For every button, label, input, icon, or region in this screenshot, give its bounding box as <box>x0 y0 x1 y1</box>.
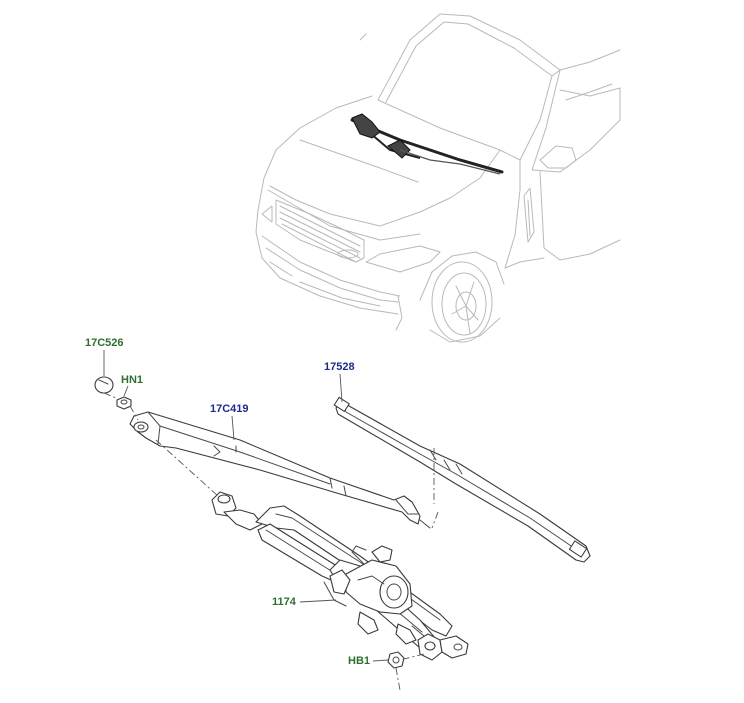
wiper-linkage-1174[interactable] <box>211 491 469 661</box>
wiper-arm-17C419[interactable] <box>129 411 431 529</box>
callout-17528[interactable]: 17528 <box>324 361 355 373</box>
callout-1174[interactable]: 1174 <box>272 596 296 608</box>
callout-17C419[interactable]: 17C419 <box>210 403 249 415</box>
wiper-blade-17528[interactable] <box>333 396 591 563</box>
nut-HN1[interactable] <box>116 396 132 410</box>
assembly-lines <box>103 392 439 691</box>
vehicle-illustration <box>255 13 621 343</box>
callout-HN1[interactable]: HN1 <box>121 374 144 386</box>
callout-leaders <box>103 350 389 662</box>
callout-HB1[interactable]: HB1 <box>348 655 371 667</box>
bolt-HB1[interactable] <box>387 651 405 669</box>
callout-17C526[interactable]: 17C526 <box>85 337 124 349</box>
cap-17C526[interactable] <box>94 376 114 394</box>
